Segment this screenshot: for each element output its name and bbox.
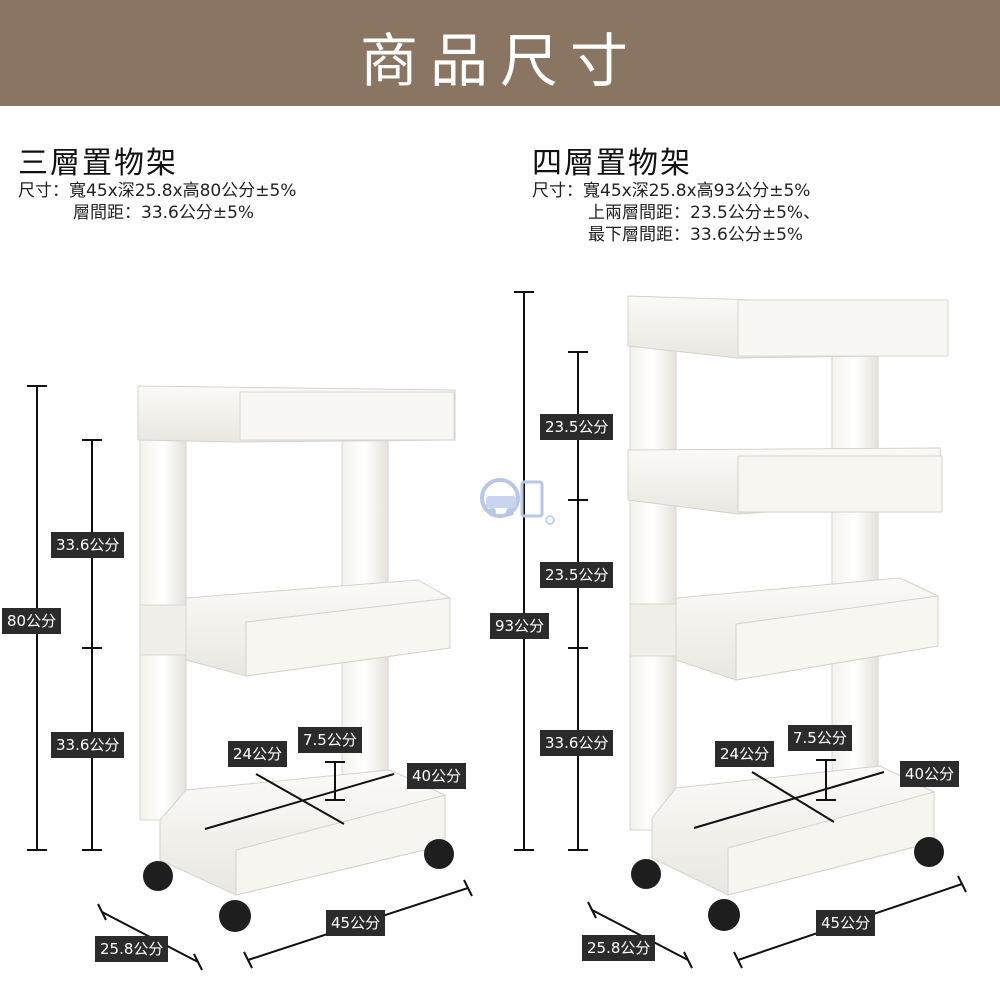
right-inner-depth-label: 24公分 — [715, 741, 775, 767]
brand-logo-icon — [480, 478, 555, 525]
header-band: 商品尺寸 — [0, 0, 1000, 106]
three-tier-rack — [27, 385, 473, 971]
left-inner-height-label: 7.5公分 — [298, 727, 362, 753]
left-wheel-1 — [143, 861, 173, 891]
left-gap-upper-label: 33.6公分 — [51, 532, 125, 558]
page-title: 商品尺寸 — [359, 27, 640, 95]
left-spec-size: 尺寸：寬45x深25.8x高80公分±5% — [18, 181, 297, 201]
right-wheel-3 — [914, 837, 944, 867]
right-front-post — [629, 299, 677, 831]
right-spec-gap-bottom: 最下層間距：33.6公分±5% — [588, 225, 804, 245]
right-product-title: 四層置物架 — [532, 146, 692, 181]
left-wheel-3 — [424, 839, 454, 869]
left-product-title: 三層置物架 — [18, 146, 178, 181]
right-width-label: 45公分 — [816, 910, 876, 936]
right-depth-label: 25.8公分 — [582, 935, 656, 961]
left-inner-depth-label: 24公分 — [228, 741, 288, 767]
right-wheel-1 — [631, 859, 661, 889]
left-width-label: 45公分 — [326, 910, 386, 936]
right-total-height-label: 93公分 — [490, 613, 550, 639]
right-gap-middle-label: 23.5公分 — [540, 562, 614, 588]
right-inner-width-label: 40公分 — [900, 761, 960, 787]
left-wheel-2 — [219, 900, 251, 932]
right-spec-gap-top: 上兩層間距：23.5公分±5%、 — [588, 203, 821, 223]
right-spec-size: 尺寸：寬45x深25.8x高93公分±5% — [532, 181, 811, 201]
four-tier-rack — [514, 291, 967, 969]
left-gap-lower-label: 33.6公分 — [51, 732, 125, 758]
left-inner-width-label: 40公分 — [407, 763, 467, 789]
right-gap-top-label: 23.5公分 — [540, 414, 614, 440]
right-wheel-2 — [708, 899, 740, 931]
right-inner-height-label: 7.5公分 — [788, 725, 852, 751]
left-spec-gap: 層間距：33.6公分±5% — [73, 203, 255, 223]
left-total-height-label: 80公分 — [2, 608, 62, 634]
left-depth-label: 25.8公分 — [95, 936, 169, 962]
right-gap-bottom-label: 33.6公分 — [540, 730, 614, 756]
